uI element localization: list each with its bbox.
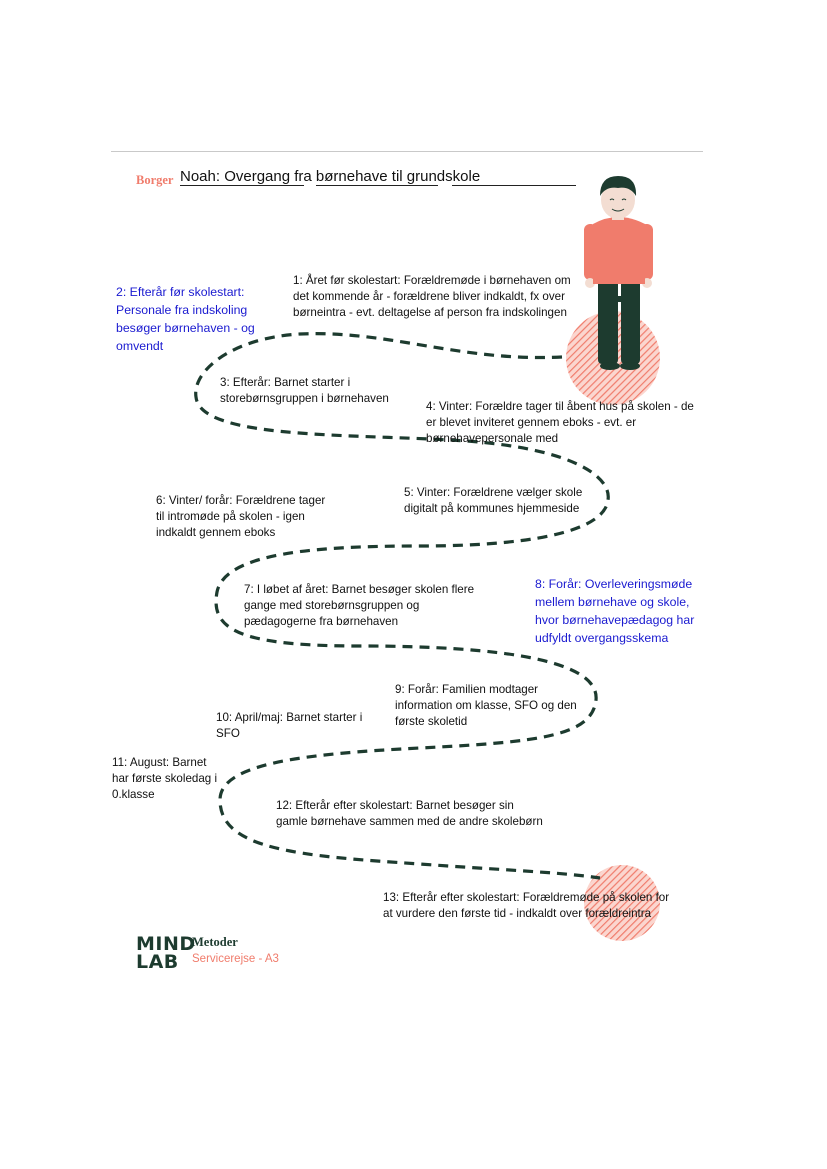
step-9: 9: Forår: Familien modtager information … bbox=[395, 683, 577, 728]
borger-label: Borger bbox=[136, 173, 174, 187]
title-underline bbox=[180, 185, 304, 186]
step-12: 12: Efterår efter skolestart: Barnet bes… bbox=[276, 799, 543, 828]
logo-line-1: MIND bbox=[136, 933, 196, 955]
step-3: 3: Efterår: Barnet starter i storebørnsg… bbox=[220, 376, 389, 405]
page-title: Noah: Overgang fra børnehave til grundsk… bbox=[180, 168, 481, 185]
footer-subtitle: Servicerejse - A3 bbox=[192, 953, 279, 965]
footer-metoder: Metoder bbox=[192, 935, 238, 949]
step-11: 11: August: Barnet har første skoledag i… bbox=[112, 756, 218, 801]
title-underline bbox=[316, 185, 438, 186]
step-8: 8: Forår: Overleveringsmøde mellem børne… bbox=[535, 577, 695, 645]
title-underline bbox=[452, 185, 576, 186]
step-4: 4: Vinter: Forældre tager til åbent hus … bbox=[426, 400, 694, 445]
step-6: 6: Vinter/ forår: Forældrene tager til i… bbox=[156, 494, 326, 539]
end-circle bbox=[584, 865, 660, 941]
top-rule bbox=[111, 151, 703, 152]
title-row: Borger Noah: Overgang fra børnehave til … bbox=[136, 168, 596, 192]
step-2: 2: Efterår før skolestart: Personale fra… bbox=[116, 285, 255, 353]
step-10: 10: April/maj: Barnet starter i SFO bbox=[216, 711, 363, 740]
step-1: 1: Året før skolestart: Forældremøde i b… bbox=[293, 274, 571, 319]
step-7: 7: I løbet af året: Barnet besøger skole… bbox=[244, 583, 475, 628]
person-figure bbox=[584, 176, 653, 370]
journey-path bbox=[194, 332, 610, 880]
logo-line-2: LAB bbox=[136, 951, 179, 973]
mindlab-logo: MIND LAB bbox=[136, 933, 196, 973]
step-5: 5: Vinter: Forældrene vælger skole digit… bbox=[404, 486, 583, 515]
step-13: 13: Efterår efter skolestart: Forældremø… bbox=[383, 891, 670, 920]
